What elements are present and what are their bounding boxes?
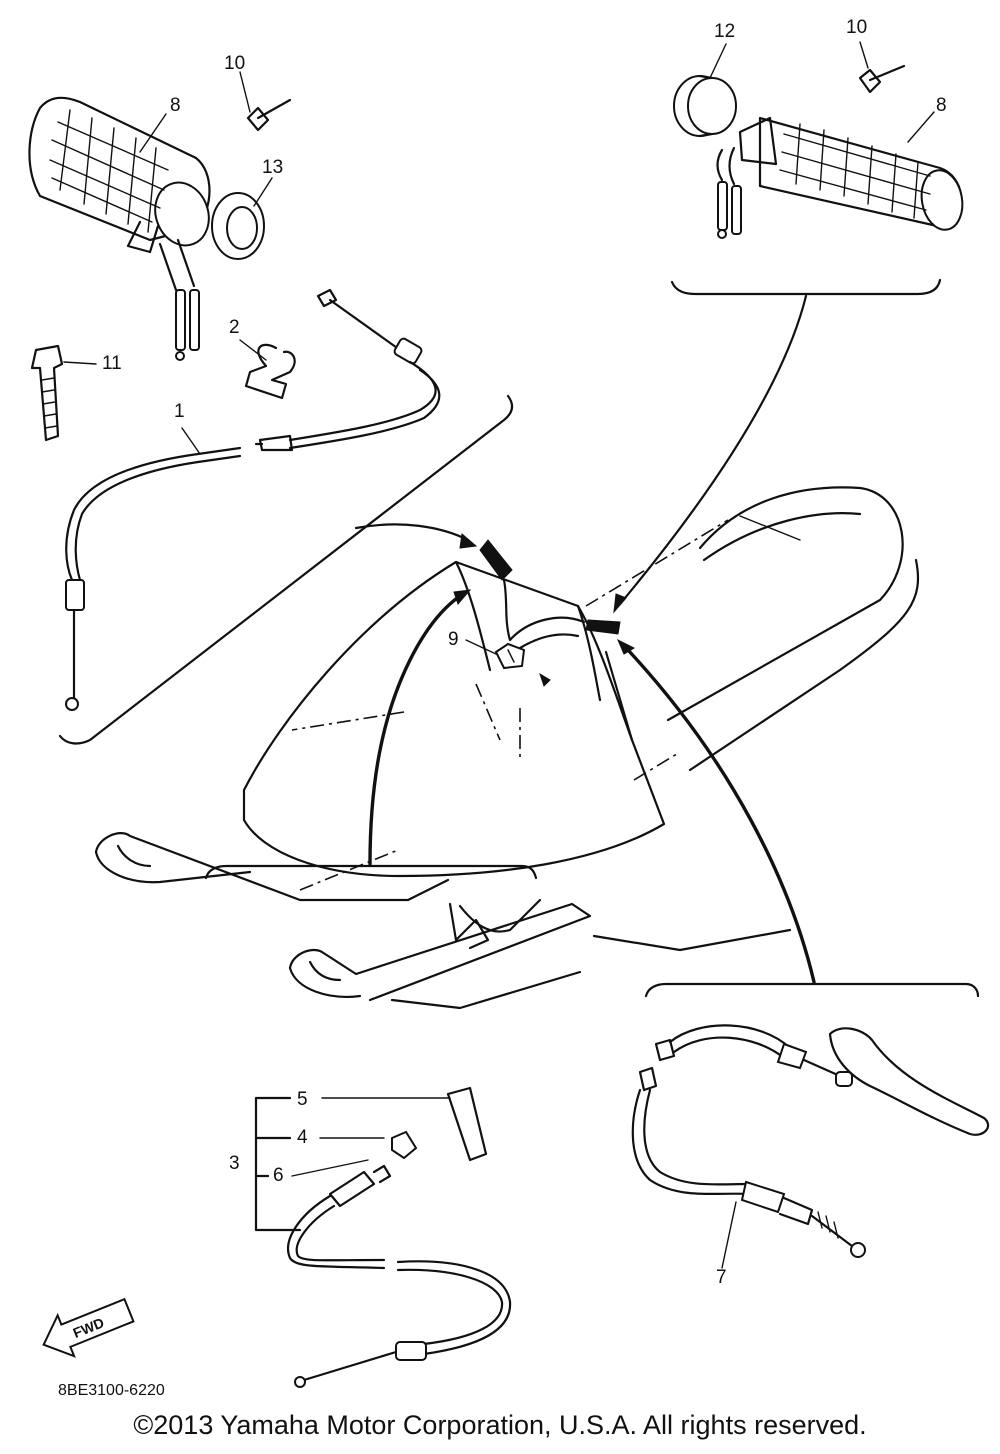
callout-1: 1: [174, 401, 185, 422]
bottom-right-bracket: [644, 982, 980, 998]
fwd-arrow-icon: FWD: [42, 1297, 135, 1358]
copyright-notice: ©2013 Yamaha Motor Corporation, U.S.A. A…: [133, 1410, 867, 1440]
callout-10-right: 10: [846, 17, 868, 38]
callout-5: 5: [297, 1089, 308, 1110]
diagram-code: 8BE3100-6220: [58, 1382, 165, 1399]
callout-2: 2: [229, 317, 240, 338]
callout-6: 6: [273, 1165, 284, 1186]
leader-lines: [63, 41, 935, 1269]
arrow-left-group: [354, 523, 470, 542]
callout-12: 12: [714, 21, 736, 42]
clip-13: [211, 192, 265, 260]
screw-10-left: [246, 98, 292, 132]
callout-11: 11: [102, 353, 122, 374]
callout-8-left: 8: [170, 95, 181, 116]
clip-2: [244, 343, 296, 400]
right-handlebar-grip: [716, 116, 964, 239]
callout-4: 4: [297, 1127, 308, 1148]
callout-7: 7: [716, 1267, 727, 1288]
arrow-right-group: [618, 294, 808, 606]
brake-cable-7: [631, 1024, 990, 1258]
arrow-bottom-left: [368, 594, 462, 866]
screw-10-right: [858, 64, 906, 94]
left-handlebar-grip: [28, 96, 211, 361]
right-bracket: [670, 278, 942, 296]
callout-3: 3: [229, 1153, 240, 1174]
throttle-cable-1: [65, 288, 441, 711]
arrow-bottom-right: [626, 648, 816, 984]
snowmobile-outline: [94, 486, 920, 1010]
band-11: [30, 344, 64, 442]
callout-13: 13: [262, 157, 284, 178]
bottom-left-bracket: [204, 864, 538, 880]
choke-cable-3: [254, 1086, 512, 1388]
left-bracket: [58, 394, 514, 745]
grip-end-12: [673, 74, 737, 138]
callout-9: 9: [448, 629, 459, 650]
callout-10-left: 10: [224, 53, 246, 74]
callout-8-right: 8: [936, 95, 947, 116]
